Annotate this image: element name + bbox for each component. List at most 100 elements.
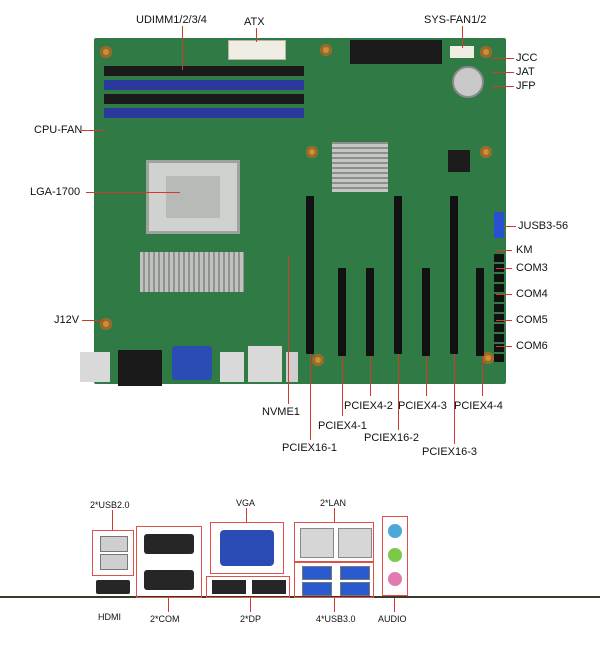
callout-line [310,354,311,440]
callout-line [398,354,399,430]
label-udimm: UDIMM1/2/3/4 [136,14,207,26]
label-pciex4-2: PCIEX4-2 [344,400,393,412]
label-nvme: NVME1 [262,406,300,418]
dimm-slot [104,80,304,90]
callout-line [492,72,514,73]
label-lga: LGA-1700 [30,186,81,198]
label-com5: COM5 [516,314,548,326]
cpu-socket-center [166,176,220,218]
callout-line [482,356,483,396]
pcie-x4-slot-1 [338,268,346,356]
callout-line [182,26,183,70]
io-cluster-audio [286,352,298,382]
mount-hole [312,354,324,366]
callout-line [246,508,247,522]
vrm-heatsink [140,252,244,292]
callout-line [342,356,343,416]
usb2-box [92,530,134,576]
io-cluster-lan [248,346,282,382]
callout-line [496,268,512,269]
cmos-battery [452,66,484,98]
callout-line [334,508,335,522]
label-pciex16-3: PCIEX16-3 [422,446,478,458]
callout-line [86,192,180,193]
label-jfp: JFP [516,80,536,92]
callout-line [82,130,104,131]
callout-line [82,320,104,321]
label-jusb: JUSB3-56 [518,220,569,232]
label-hdmi: HDMI [98,612,121,622]
pcie-x16-slot-2 [394,196,402,354]
lan-port [338,528,372,558]
pcie-x4-slot-4 [476,268,484,356]
pcie-x4-slot-2 [366,268,374,356]
callout-line [394,598,395,612]
usb3-port [302,582,332,596]
callout-line [492,58,514,59]
io-cluster-usb [220,352,244,382]
mount-hole [100,46,112,58]
label-lan: 2*LAN [320,498,347,508]
audio-jack-pink [388,572,402,586]
mount-hole [482,352,494,364]
dp-port [252,580,286,594]
label-com6: COM6 [516,340,548,352]
sys-fan-header [450,46,474,58]
hdmi-port [96,580,130,594]
vga-port [220,530,274,566]
pcie-x16-slot-1 [306,196,314,354]
callout-line [496,320,512,321]
label-pciex16-2: PCIEX16-2 [364,432,420,444]
callout-line [454,354,455,444]
label-pciex4-1: PCIEX4-1 [318,420,367,432]
label-com4: COM4 [516,288,548,300]
label-km: KM [516,244,533,256]
io-cluster-vga [172,346,212,380]
callout-line [426,356,427,396]
usb3-port [340,582,370,596]
usb2-port [100,536,128,552]
label-dp: 2*DP [240,614,262,624]
callout-line [334,598,335,612]
callout-line [112,510,113,530]
label-com: 2*COM [150,614,180,624]
pch-heatsink [332,142,388,192]
callout-line [462,26,463,48]
mount-hole [480,146,492,158]
label-usb3: 4*USB3.0 [316,614,356,624]
label-cpu-fan: CPU-FAN [34,124,83,136]
label-pciex4-3: PCIEX4-3 [398,400,447,412]
callout-line [496,294,512,295]
usb2-port [100,554,128,570]
lan-port [300,528,334,558]
dp-box [206,576,290,598]
callout-line [496,346,512,347]
pcie-x16-slot-3 [450,196,458,354]
atx-connector [228,40,286,60]
callout-line [370,356,371,396]
dimm-slot [104,94,304,104]
com-port [144,534,194,554]
mount-hole [306,146,318,158]
com-port [144,570,194,590]
label-jcc: JCC [516,52,538,64]
audio-jack-green [388,548,402,562]
label-j12v: J12V [54,314,80,326]
lan-box [294,522,374,562]
callout-line [496,250,512,251]
callout-line [250,598,251,612]
label-atx: ATX [244,16,265,28]
usb3-box [294,562,374,598]
com-box [136,526,202,598]
label-pciex16-1: PCIEX16-1 [282,442,338,454]
sata-connectors [350,40,442,64]
dimm-slot [104,66,304,76]
callout-line [288,256,289,404]
callout-line [492,86,514,87]
chip [448,150,470,172]
io-cluster-com [118,350,162,386]
usb3-port [302,566,332,580]
mount-hole [320,44,332,56]
mount-hole [100,318,112,330]
vga-box [210,522,284,574]
